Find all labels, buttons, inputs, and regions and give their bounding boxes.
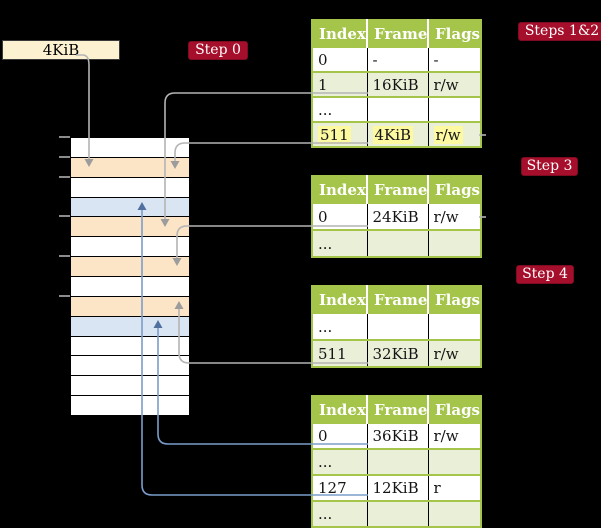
cell-flags: r — [427, 474, 481, 501]
badge-steps-1-2: Steps 1&2 — [518, 22, 601, 41]
page-table-row: ... — [312, 312, 481, 340]
cell-flags — [427, 229, 481, 257]
page-table-row: ... — [312, 500, 481, 527]
memory-frame-row-white — [71, 276, 189, 296]
cell-flags: r/w — [427, 121, 481, 147]
memory-address-tick — [59, 156, 70, 158]
memory-frame-row-white — [71, 375, 189, 396]
badge-step-0: Step 0 — [188, 41, 248, 60]
cell-index: 0 — [312, 202, 367, 230]
cell-flags — [427, 448, 481, 475]
cell-frame: 24KiB — [366, 202, 428, 230]
cell-flags: r/w — [427, 339, 481, 367]
memory-frame-row-blue — [71, 315, 189, 336]
cell-flags — [427, 96, 481, 122]
cell-index: ... — [312, 229, 367, 257]
column-header-index: Index — [312, 396, 368, 423]
cell-frame: 4KiB — [366, 121, 428, 147]
column-header-flags: Flags — [428, 286, 481, 313]
memory-frame-row-peach — [71, 216, 189, 237]
column-header-flags: Flags — [428, 396, 481, 423]
memory-address-tick — [59, 255, 70, 257]
frame-size-label: 4KiB — [2, 40, 120, 60]
cell-index: 0 — [312, 422, 367, 449]
cell-frame: 16KiB — [366, 71, 428, 97]
cell-index: ... — [312, 96, 367, 122]
memory-address-tick — [59, 136, 70, 138]
cell-flags — [427, 500, 481, 527]
column-header-index: Index — [312, 286, 368, 313]
memory-frame-row-white — [71, 236, 189, 257]
memory-frame-row-white — [71, 335, 189, 356]
memory-frame-row-peach — [71, 295, 189, 316]
page-table-row: 0-- — [312, 46, 481, 72]
cell-index: 511 — [312, 121, 367, 147]
highlighted-value: 4KiB — [372, 125, 414, 144]
memory-address-tick — [59, 215, 70, 217]
memory-frame-row-peach — [71, 256, 189, 277]
column-header-frame: Frame — [367, 396, 429, 423]
page-table-row: ... — [312, 96, 481, 122]
cell-flags: r/w — [427, 202, 481, 230]
cell-frame — [366, 312, 428, 340]
cell-frame — [366, 96, 428, 122]
cell-index: 1 — [312, 71, 367, 97]
page-table-row: ... — [312, 229, 481, 257]
cell-flags — [427, 312, 481, 340]
column-header-index: Index — [312, 20, 368, 47]
column-header-index: Index — [312, 176, 368, 203]
column-header-flags: Flags — [428, 20, 481, 47]
memory-frame-row-white — [71, 395, 189, 416]
cell-frame — [366, 500, 428, 527]
memory-frame-row-peach — [71, 156, 189, 177]
memory-frame-row-white — [71, 176, 189, 197]
badge-step-4: Step 4 — [516, 265, 574, 284]
page-table-row: ... — [312, 448, 481, 475]
cell-flags: - — [427, 46, 481, 72]
physical-memory-column — [70, 137, 190, 416]
cell-index: ... — [312, 312, 367, 340]
badge-step-3: Step 3 — [521, 157, 578, 176]
column-header-frame: Frame — [367, 20, 429, 47]
memory-address-tick — [59, 295, 70, 297]
cell-flags: r/w — [427, 422, 481, 449]
memory-frame-row-white — [71, 138, 189, 157]
memory-address-tick — [59, 176, 70, 178]
column-header-flags: Flags — [428, 176, 481, 203]
cell-index: ... — [312, 448, 367, 475]
cell-frame: 36KiB — [366, 422, 428, 449]
cell-frame — [366, 448, 428, 475]
column-header-frame: Frame — [367, 176, 429, 203]
cell-index: 0 — [312, 46, 367, 72]
cell-index: ... — [312, 500, 367, 527]
cell-frame: 32KiB — [366, 339, 428, 367]
cell-index: 127 — [312, 474, 367, 501]
cell-frame: - — [366, 46, 428, 72]
cell-flags: r/w — [427, 71, 481, 97]
highlighted-value: r/w — [433, 125, 463, 144]
highlighted-value: 511 — [318, 125, 351, 144]
memory-frame-row-white — [71, 355, 189, 376]
memory-frame-row-blue — [71, 196, 189, 217]
cell-frame: 12KiB — [366, 474, 428, 501]
page-table-row: 511 4KiB r/w — [312, 121, 481, 147]
cell-frame — [366, 229, 428, 257]
column-header-frame: Frame — [367, 286, 429, 313]
cell-index: 511 — [312, 339, 367, 367]
